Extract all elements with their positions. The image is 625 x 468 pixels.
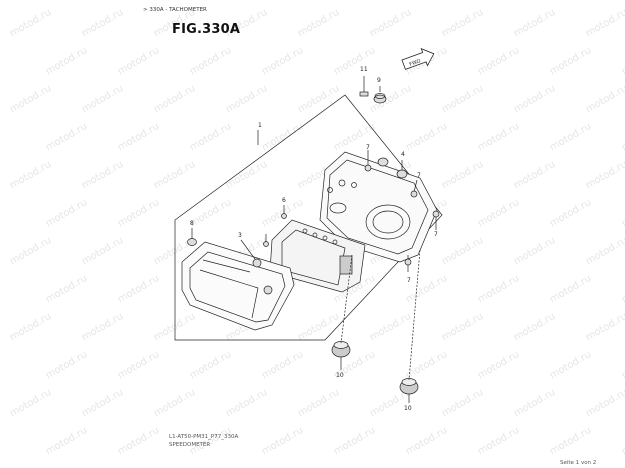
screw-icon [364, 150, 372, 172]
callout-4: 4 [401, 151, 405, 158]
footer-part-name: SPEEDOMETER [169, 442, 211, 448]
screw-icon [410, 179, 418, 198]
tachometer-housing [319, 151, 438, 263]
callout-10-left: 10 [336, 372, 344, 379]
screw-icon [432, 210, 440, 230]
figure-title: FIG.330A [172, 22, 241, 37]
rubber-icon [396, 160, 408, 179]
callout-7-bottom: 7 [407, 277, 411, 284]
callout-3: 3 [238, 232, 242, 239]
damper-icon [331, 341, 351, 370]
fwd-label: FWD [409, 58, 422, 68]
fwd-arrow-icon [401, 48, 435, 70]
screw-icon [404, 255, 412, 272]
footer-code: L1-AT50-PM31_P77_330A [169, 434, 239, 440]
meter-board [269, 219, 366, 293]
assembly-outline [174, 94, 443, 341]
grommet-icon [187, 228, 197, 246]
callout-1: 1 [258, 122, 262, 129]
grommet-icon [373, 86, 387, 104]
callout-8: 8 [190, 220, 194, 227]
callout-9: 9 [377, 77, 381, 84]
callout-10-right: 10 [404, 405, 412, 412]
callout-7-right: 7 [417, 172, 421, 179]
speedometer-lens [181, 241, 295, 331]
damper-icon [399, 378, 419, 403]
callout-6: 6 [282, 197, 286, 204]
breadcrumb: > 330A - TACHOMETER [143, 7, 207, 13]
screw-icon [281, 205, 287, 219]
callout-7-top: 7 [366, 144, 370, 151]
nut-icon [240, 239, 262, 268]
page-indicator: Seite 1 von 2 [560, 460, 597, 466]
screw-icon [359, 76, 369, 97]
screw-icon [263, 234, 269, 247]
callout-7-far-right: 7 [434, 231, 438, 238]
callout-11: 11 [360, 66, 368, 73]
